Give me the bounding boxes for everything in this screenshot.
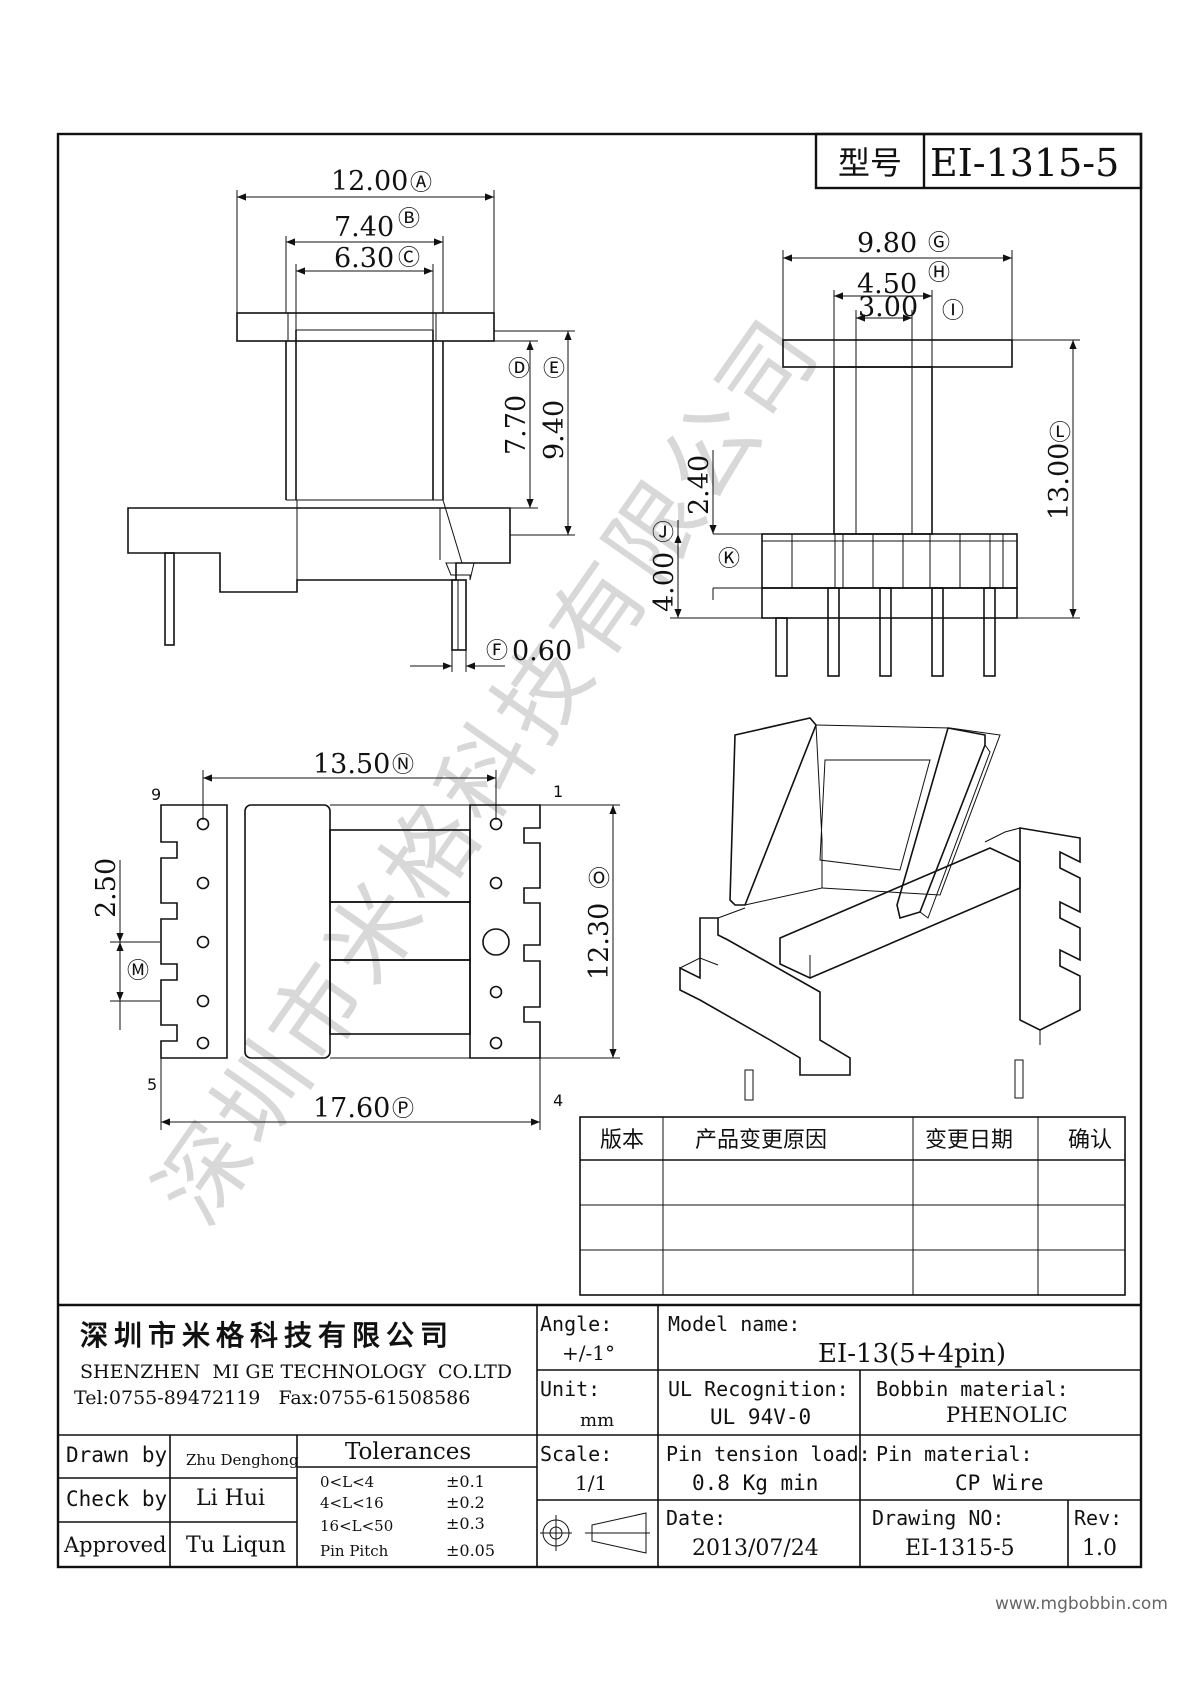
company-name-cn: 深圳市米格科技有限公司 bbox=[80, 1319, 454, 1352]
dim-f-value: 0.60 bbox=[512, 636, 572, 667]
dim-o-value: 12.30 bbox=[584, 903, 615, 980]
ul-label: UL Recognition: bbox=[668, 1377, 849, 1401]
drawing-no-label: Drawing NO: bbox=[872, 1506, 1004, 1530]
dim-a-id: Ⓐ bbox=[410, 171, 432, 196]
drawing-no-value: EI-1315-5 bbox=[905, 1536, 1015, 1561]
rev-value: 1.0 bbox=[1082, 1536, 1117, 1561]
dim-l-id: Ⓛ bbox=[1049, 421, 1071, 446]
dim-e-value: 9.40 bbox=[539, 400, 570, 460]
model-value: EI-1315-5 bbox=[930, 141, 1119, 185]
tol-range-2: 16<L<50 bbox=[320, 1517, 393, 1535]
scale-value: 1/1 bbox=[575, 1471, 607, 1495]
dim-c-value: 6.30 bbox=[334, 243, 394, 274]
pin-9-label: 9 bbox=[151, 785, 161, 804]
dim-d-id: Ⓓ bbox=[508, 357, 530, 382]
top-view: 9 1 5 4 13.50 Ⓝ 12.30 Ⓞ 17.60 Ⓟ 2.50 Ⓜ bbox=[91, 749, 620, 1130]
dim-b-value: 7.40 bbox=[334, 212, 394, 243]
rev-header-date: 变更日期 bbox=[925, 1128, 1013, 1153]
model-name-value: EI-13(5+4pin) bbox=[818, 1339, 1006, 1369]
projection-symbol-icon bbox=[540, 1512, 650, 1554]
rev-header-version: 版本 bbox=[600, 1128, 644, 1153]
drawn-value: Zhu Denghong bbox=[186, 1451, 299, 1469]
isometric-view bbox=[679, 717, 1081, 1101]
drawn-label: Drawn by bbox=[66, 1443, 167, 1467]
dim-p-value: 17.60 bbox=[313, 1093, 390, 1124]
pin-1-label: 1 bbox=[553, 782, 563, 801]
unit-label: Unit: bbox=[540, 1377, 600, 1401]
pin-material-value: CP Wire bbox=[955, 1471, 1044, 1495]
dim-e-id: Ⓔ bbox=[543, 357, 565, 382]
title-block: 深圳市米格科技有限公司 SHENZHEN MI GE TECHNOLOGY CO… bbox=[58, 1303, 1141, 1567]
front-view: 12.00 Ⓐ 7.40 Ⓑ 6.30 Ⓒ 7.70 Ⓓ 9.40 Ⓔ Ⓕ 0.… bbox=[127, 166, 575, 672]
tol-value-3: ±0.05 bbox=[446, 1541, 495, 1560]
unit-value: mm bbox=[580, 1410, 614, 1431]
pin-5-label: 5 bbox=[147, 1075, 157, 1094]
dim-b-id: Ⓑ bbox=[398, 207, 420, 232]
watermark: 深圳市米格科技有限公司 bbox=[135, 298, 841, 1242]
dim-a-value: 12.00 bbox=[331, 166, 408, 197]
tension-label: Pin tension load: bbox=[666, 1442, 871, 1466]
model-label: 型号 bbox=[838, 144, 902, 182]
dim-i-id: Ⓘ bbox=[942, 299, 964, 324]
dim-k-id: Ⓚ bbox=[718, 547, 740, 572]
company-name-en: SHENZHEN MI GE TECHNOLOGY CO.LTD bbox=[80, 1361, 512, 1383]
date-value: 2013/07/24 bbox=[692, 1536, 819, 1561]
dim-h-value: 4.50 bbox=[857, 269, 917, 300]
tol-value-2: ±0.3 bbox=[446, 1514, 485, 1533]
dim-o-id: Ⓞ bbox=[588, 867, 610, 892]
rev-label: Rev: bbox=[1074, 1506, 1122, 1530]
model-header: 型号 EI-1315-5 bbox=[814, 132, 1143, 190]
dim-240-value: 2.40 bbox=[684, 455, 715, 515]
dim-p-id: Ⓟ bbox=[392, 1097, 414, 1122]
angle-label: Angle: bbox=[540, 1312, 612, 1336]
side-view: 9.80 Ⓖ 4.50 Ⓗ 3.00 Ⓘ 13.00 Ⓛ 2.40 Ⓚ Ⓙ 4.… bbox=[649, 228, 1080, 677]
tension-value: 0.8 Kg min bbox=[692, 1471, 818, 1495]
approved-label: Approved bbox=[63, 1533, 166, 1557]
dim-h-id: Ⓗ bbox=[928, 261, 950, 286]
dim-g-value: 9.80 bbox=[857, 228, 917, 259]
dim-400-value: 4.00 bbox=[649, 552, 680, 612]
tol-range-1: 4<L<16 bbox=[320, 1494, 384, 1512]
ul-value: UL 94V-0 bbox=[710, 1405, 811, 1429]
dim-c-id: Ⓒ bbox=[398, 246, 420, 271]
dim-l-value: 13.00 bbox=[1044, 443, 1075, 520]
pin-4-label: 4 bbox=[553, 1091, 563, 1110]
check-label: Check by bbox=[66, 1487, 167, 1511]
rev-header-reason: 产品变更原因 bbox=[695, 1128, 827, 1153]
tol-value-0: ±0.1 bbox=[446, 1472, 485, 1491]
tol-range-0: 0<L<4 bbox=[320, 1473, 374, 1491]
dim-i-value: 3.00 bbox=[858, 292, 918, 323]
tolerances-title: Tolerances bbox=[345, 1439, 471, 1465]
bobbin-label: Bobbin material: bbox=[876, 1377, 1069, 1401]
approved-value: Tu Liqun bbox=[186, 1533, 286, 1558]
footer-url: www.mgbobbin.com bbox=[995, 1594, 1168, 1614]
scale-label: Scale: bbox=[540, 1442, 612, 1466]
dim-g-id: Ⓖ bbox=[928, 231, 950, 256]
bobbin-value: PHENOLIC bbox=[946, 1403, 1068, 1427]
revision-table: 版本 产品变更原因 变更日期 确认 bbox=[579, 1116, 1126, 1296]
check-value: Li Hui bbox=[196, 1486, 265, 1511]
company-contact: Tel:0755-89472119 Fax:0755-61508586 bbox=[74, 1387, 470, 1409]
dim-pitch-value: 2.50 bbox=[91, 858, 122, 918]
dim-d-value: 7.70 bbox=[501, 395, 532, 455]
pin-material-label: Pin material: bbox=[876, 1442, 1033, 1466]
dim-f-id: Ⓕ bbox=[486, 639, 508, 664]
dim-n-id: Ⓝ bbox=[392, 753, 414, 778]
model-name-label: Model name: bbox=[668, 1312, 800, 1336]
dim-j-id: Ⓙ bbox=[652, 521, 674, 546]
date-label: Date: bbox=[666, 1506, 726, 1530]
rev-header-confirm: 确认 bbox=[1068, 1128, 1112, 1153]
dim-m-id: Ⓜ bbox=[127, 959, 149, 984]
angle-value: +/-1° bbox=[562, 1341, 615, 1365]
tol-value-1: ±0.2 bbox=[446, 1493, 485, 1512]
dim-n-value: 13.50 bbox=[313, 749, 390, 780]
tol-range-3: Pin Pitch bbox=[320, 1542, 389, 1560]
sheet-border bbox=[56, 132, 1143, 1569]
